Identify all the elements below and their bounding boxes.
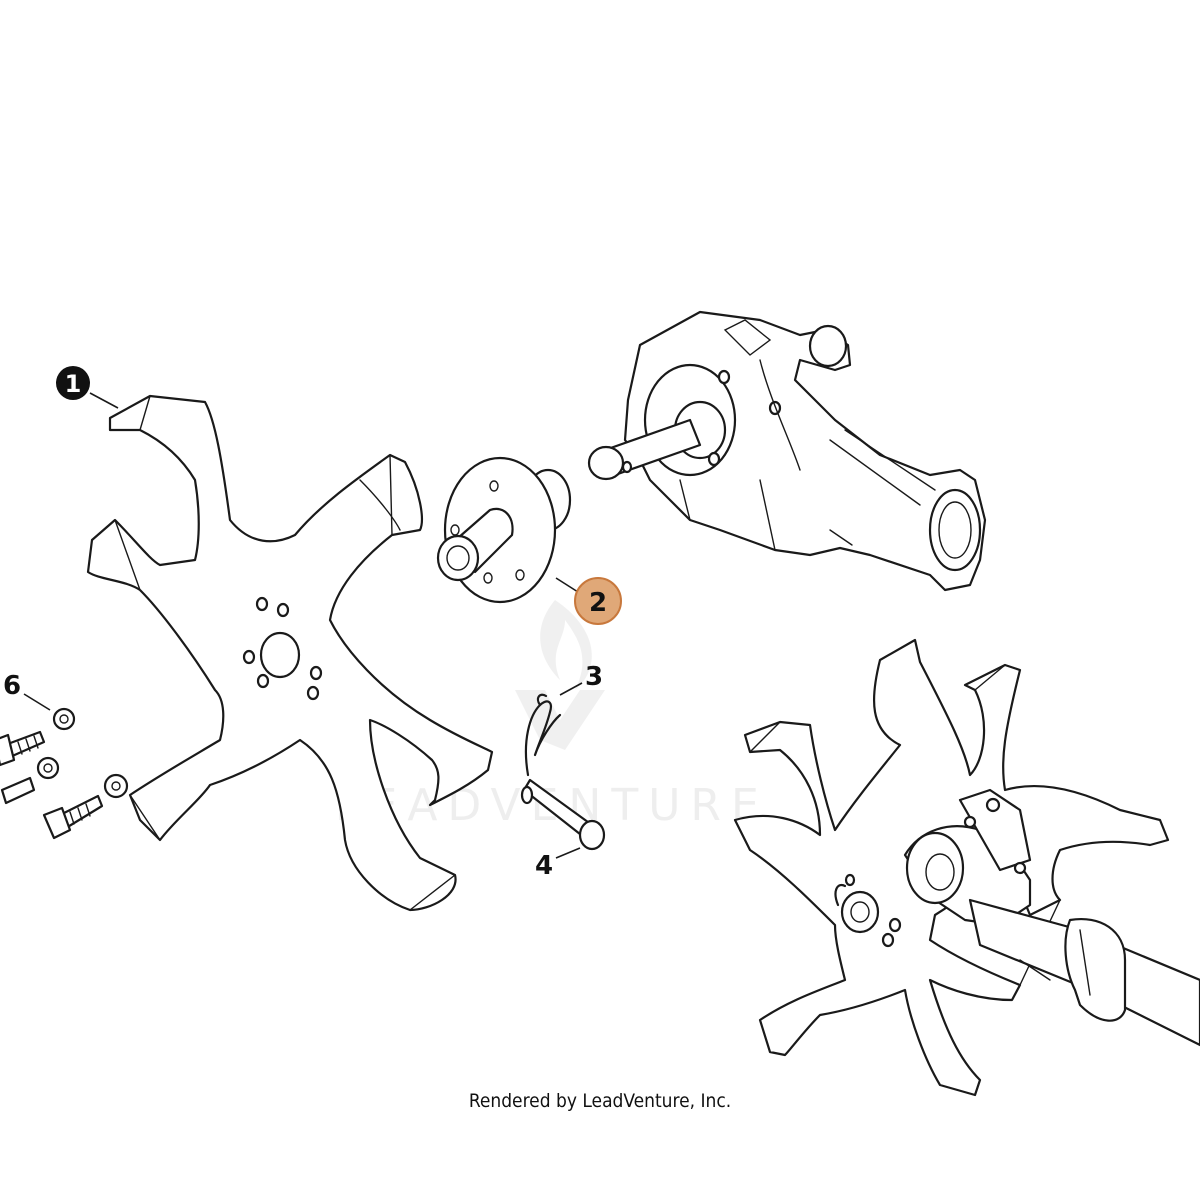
leader-6 xyxy=(23,693,51,711)
clevis-pin-part[interactable] xyxy=(520,778,606,851)
callout-4-label[interactable]: 4 xyxy=(535,851,553,881)
leader-1 xyxy=(89,392,119,409)
gearbox-part[interactable] xyxy=(587,310,987,592)
callout-3-label[interactable]: 3 xyxy=(585,662,603,692)
callout-1-badge[interactable] xyxy=(56,366,90,400)
tine-blade-part[interactable] xyxy=(86,394,494,912)
bolts-washers-part[interactable] xyxy=(0,707,129,840)
hub-flange-part[interactable] xyxy=(436,456,572,604)
callouts: 1 2 3 4 6 xyxy=(3,366,622,881)
callout-2-badge[interactable] xyxy=(574,577,622,625)
leader-3 xyxy=(559,682,583,696)
leader-4 xyxy=(555,847,581,859)
assembled-tiller-view[interactable] xyxy=(733,638,1200,1097)
render-credit: Rendered by LeadVenture, Inc. xyxy=(468,1090,732,1112)
hairpin-clip-part[interactable] xyxy=(524,693,562,777)
watermark-logo-icon xyxy=(515,690,605,750)
watermark-flame-icon xyxy=(540,600,592,690)
leader-2 xyxy=(555,577,579,593)
callout-6-label[interactable]: 6 xyxy=(3,671,21,701)
callout-1-label: 1 xyxy=(65,370,82,398)
callout-2-label: 2 xyxy=(589,588,607,618)
